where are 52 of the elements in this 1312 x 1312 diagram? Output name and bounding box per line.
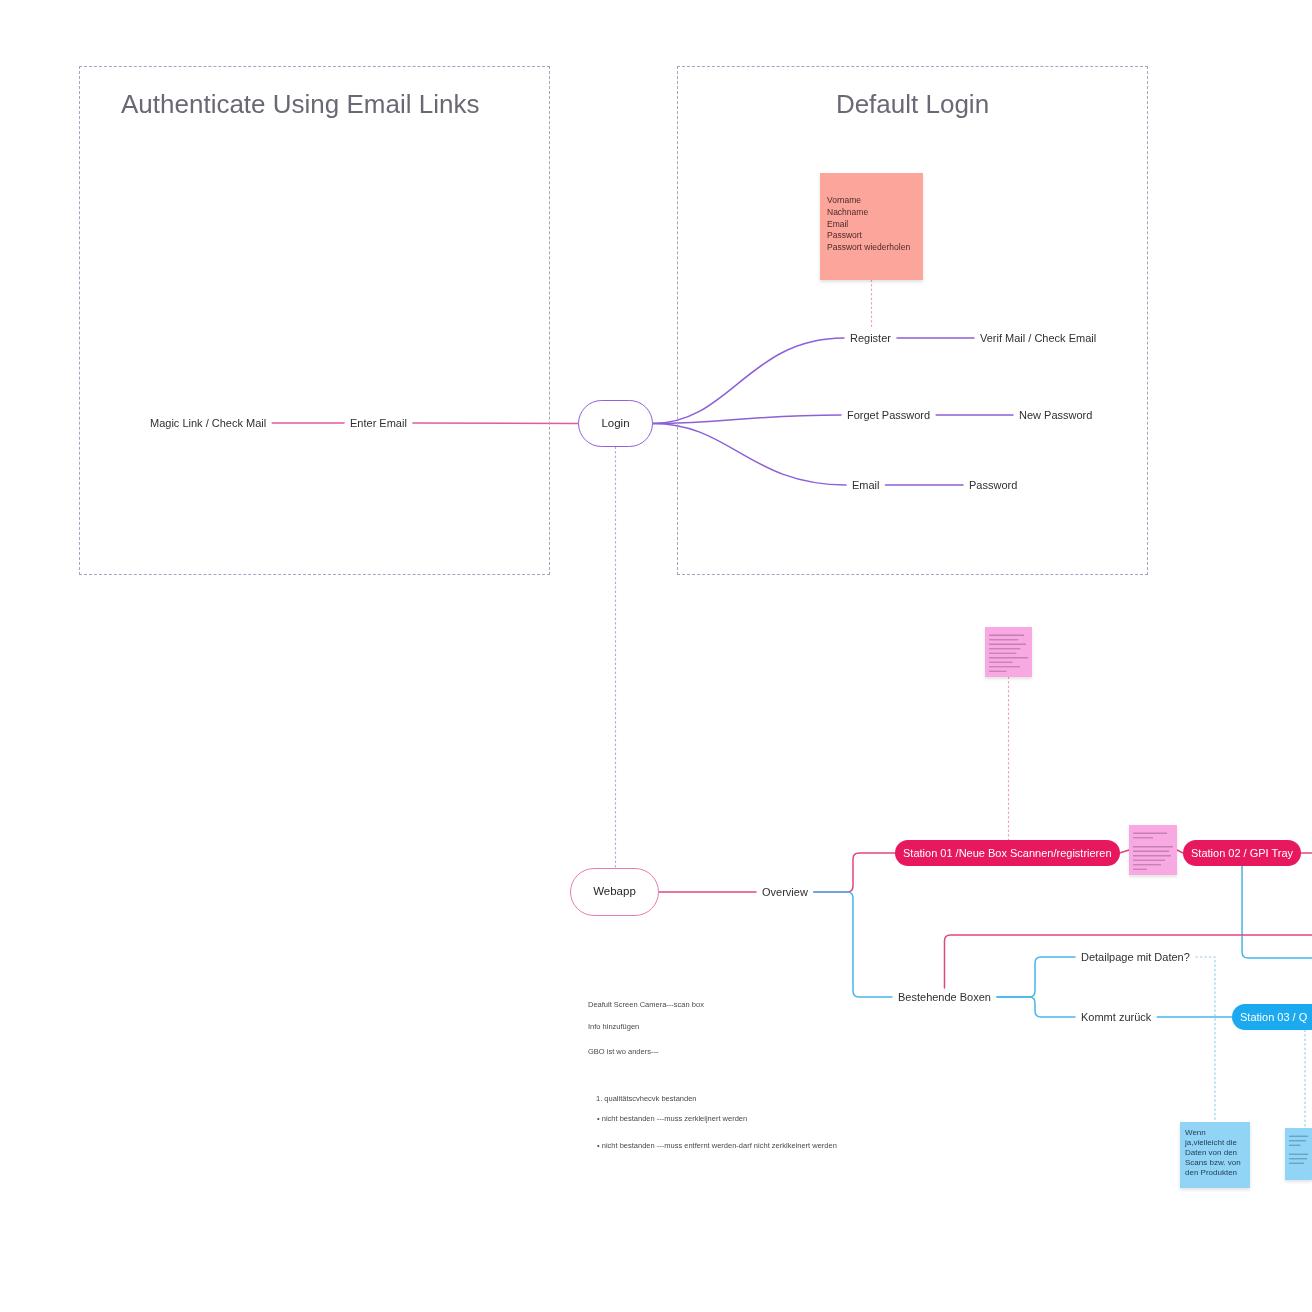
topic-label: New Password [1013, 406, 1099, 424]
connector-line [1156, 1016, 1233, 1018]
note-line: Vorname [827, 195, 863, 207]
topic-label: Register [844, 329, 897, 347]
station-pill: Station 01 /Neue Box Scannen/registrieren [895, 840, 1120, 866]
dashed-frame [677, 66, 1148, 575]
sticky-note [820, 173, 923, 280]
connector-line [1176, 849, 1184, 854]
topic-label: Kommt zurück [1075, 1008, 1158, 1026]
dotted-connector [870, 279, 873, 330]
connector-line [271, 422, 345, 424]
dotted-connector [1007, 676, 1010, 841]
sticky-note [985, 627, 1032, 677]
topic-label: Forget Password [841, 406, 937, 424]
note-line: Passwort wiederholen [827, 242, 912, 254]
topic-label: Detailpage mit Daten? [1075, 948, 1196, 966]
connector-line [658, 891, 757, 893]
rounded-pill-node: Webapp [570, 868, 659, 916]
topic-label: Password [963, 476, 1024, 494]
note-line: Nachname [827, 206, 870, 219]
connector-line [996, 996, 1076, 1018]
topic-label: Bestehende Boxen [892, 988, 997, 1006]
connector-line [896, 337, 975, 339]
connector-line [652, 422, 847, 486]
topic-label: Enter Email [344, 414, 413, 432]
connector-line [813, 891, 893, 998]
connector-line [943, 934, 1312, 989]
dashed-frame [79, 66, 550, 575]
topic-label: Overview [756, 883, 814, 901]
connector-line [412, 422, 579, 425]
rounded-pill-node: Login [578, 400, 653, 447]
sticky-note [1129, 825, 1177, 875]
sticky-note [1285, 1128, 1312, 1180]
dotted-connector [614, 446, 617, 869]
sticky-note [1180, 1122, 1250, 1188]
connector-line [884, 484, 964, 486]
station-pill: Station 02 / GPI Tray [1183, 840, 1302, 866]
station-pill: Station 03 / Q [1232, 1004, 1312, 1030]
topic-label: Magic Link / Check Mail [144, 414, 273, 432]
frame-title: Default Login [835, 88, 990, 121]
topic-label: Verif Mail / Check Email [974, 329, 1103, 347]
frame-title: Authenticate Using Email Links [121, 88, 480, 121]
connector-line [935, 414, 1014, 416]
topic-label: Email [846, 476, 886, 494]
note-line: Email [827, 218, 850, 231]
note-text: Wenn ja,vielleicht die Daten von den Scans bzw. von den Produkten [1185, 1128, 1242, 1178]
connector-line [1241, 865, 1312, 959]
dotted-connector [1304, 1029, 1306, 1129]
connector-line [1300, 852, 1312, 854]
note-line: Passwort [827, 230, 863, 242]
dotted-connector [1195, 956, 1216, 1123]
connector-line [1118, 849, 1130, 854]
